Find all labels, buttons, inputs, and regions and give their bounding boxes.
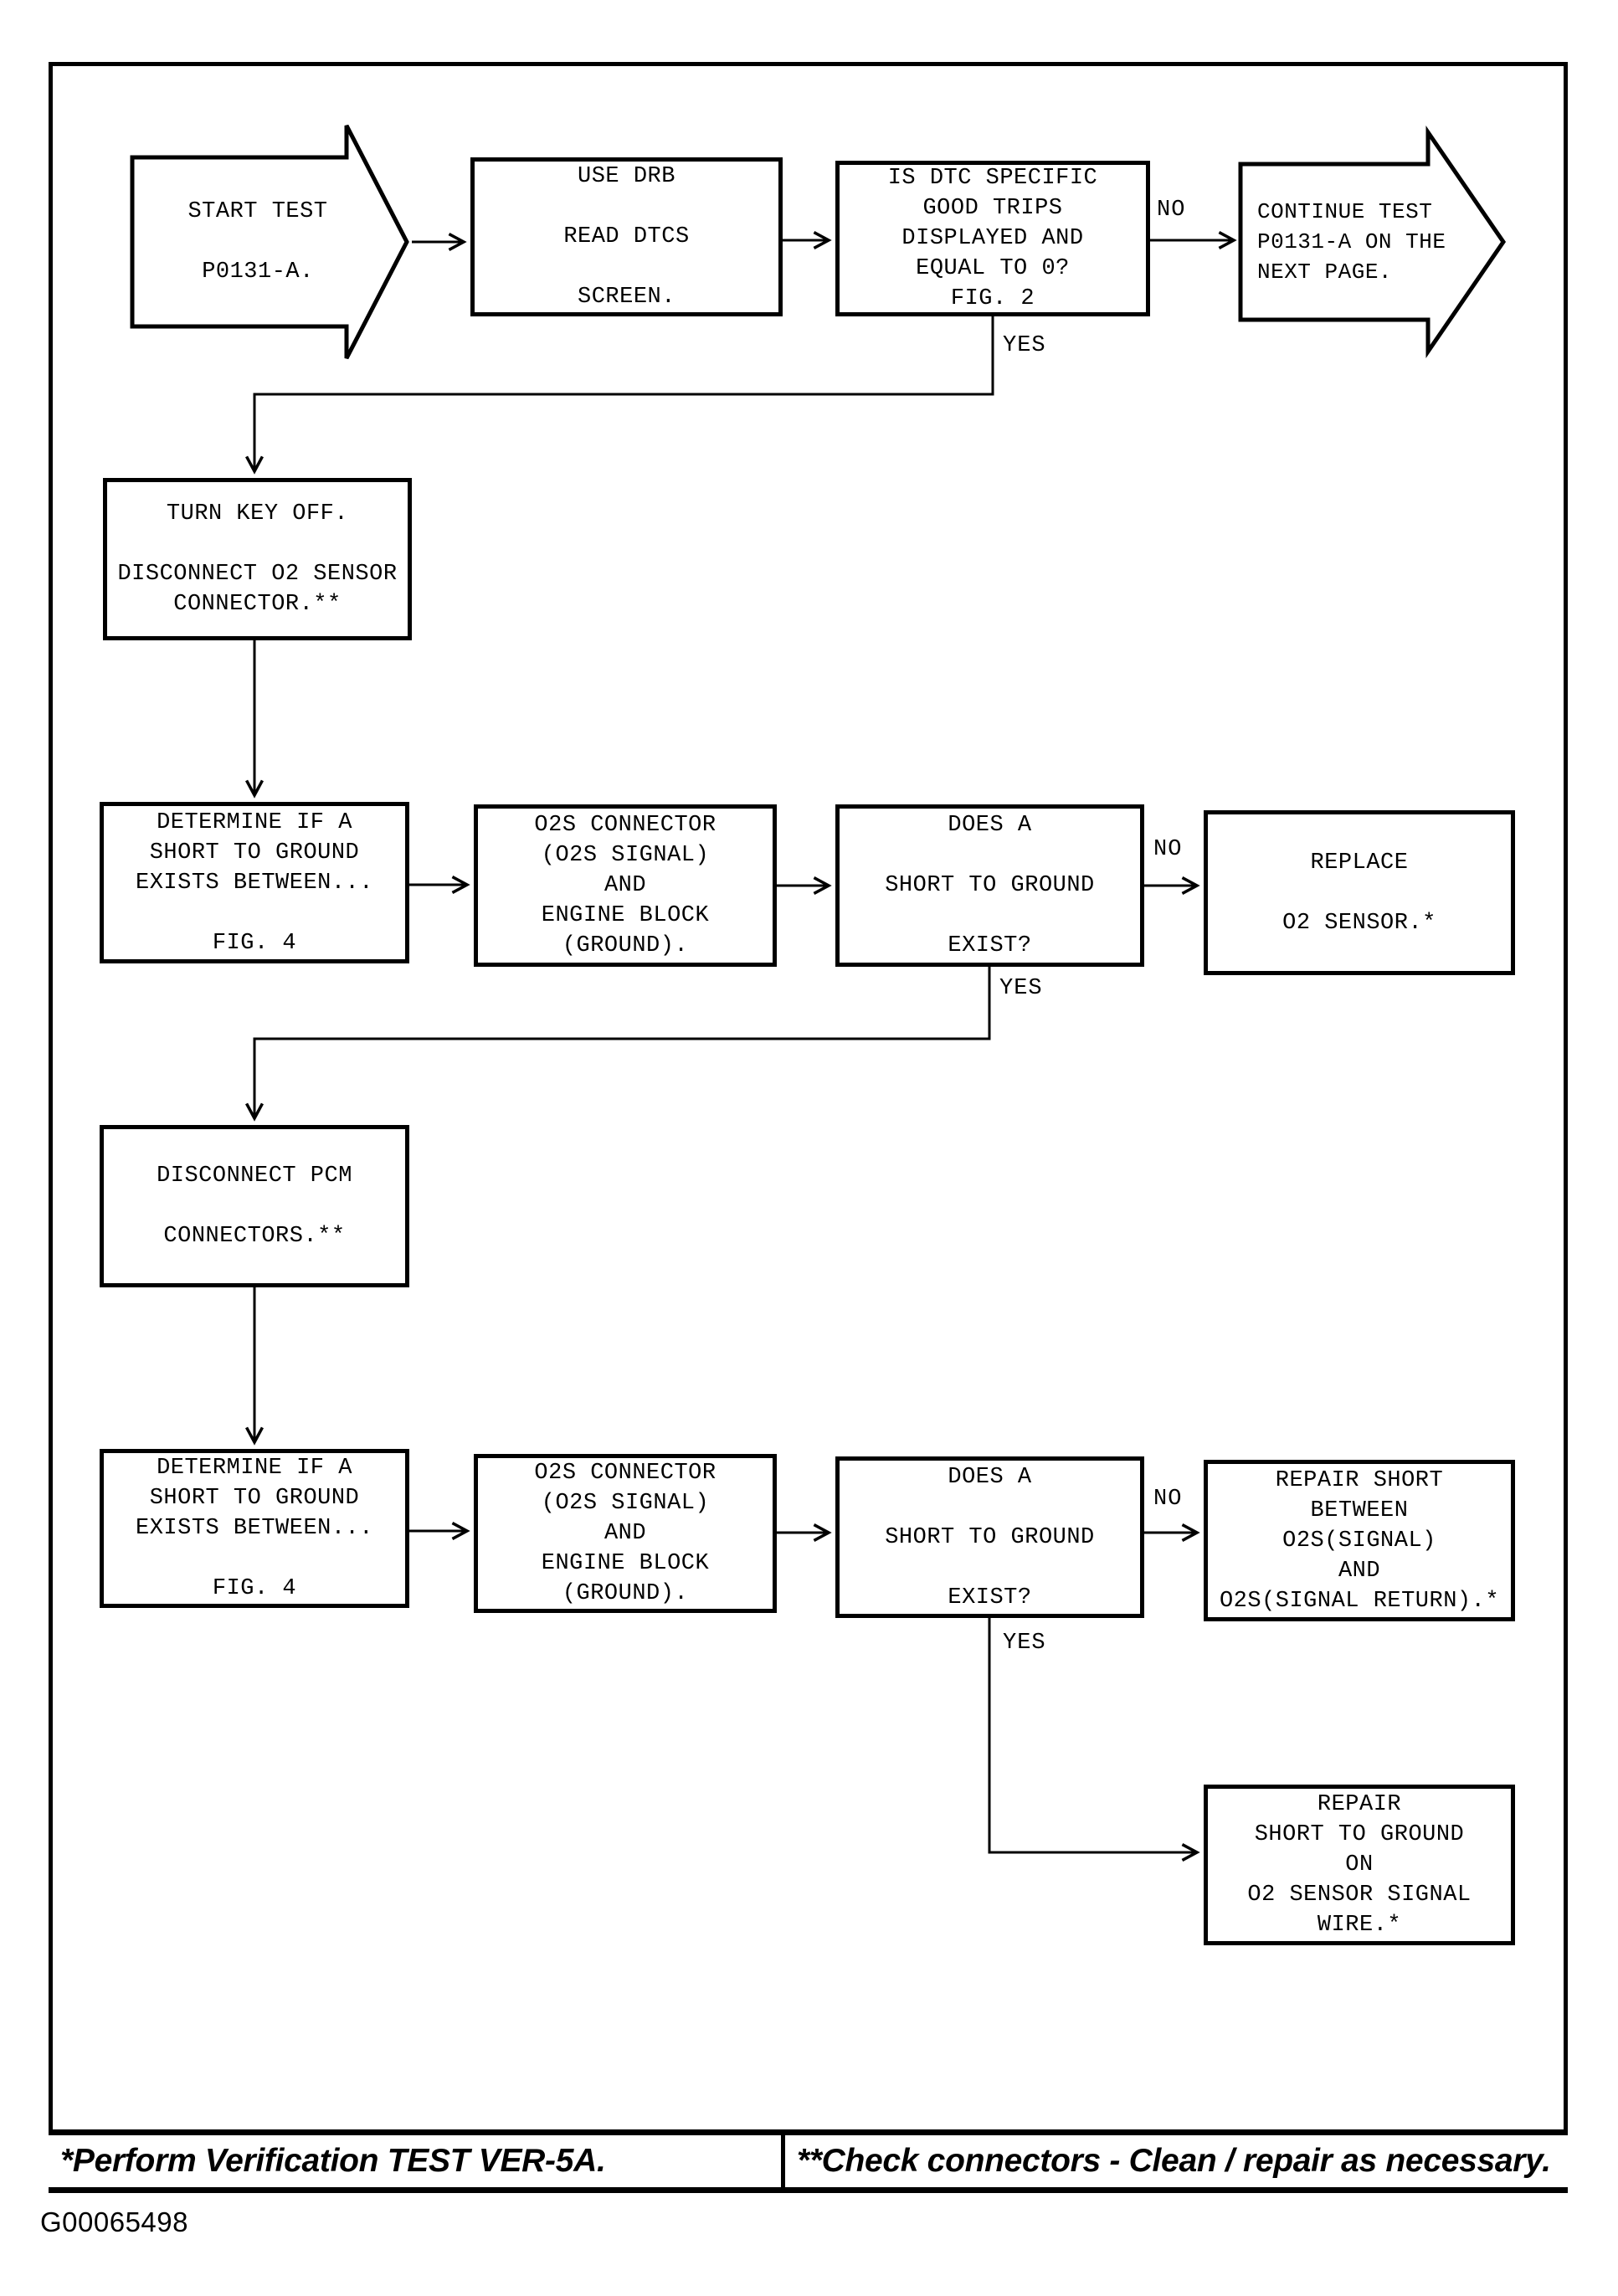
node-o2s-connector-2: O2S CONNECTOR (O2S SIGNAL) AND ENGINE BL… [474,1454,777,1613]
edge-label-no-3: NO [1153,1487,1183,1512]
node-disconnect-pcm: DISCONNECT PCM CONNECTORS.** [100,1125,409,1287]
node-start-test: START TEST P0131-A. [187,199,328,285]
node-turn-key-off: TURN KEY OFF. DISCONNECT O2 SENSOR CONNE… [103,478,412,640]
edge-label-yes-3: YES [1003,1631,1046,1656]
node-is-dtc-good-trips: IS DTC SPECIFIC GOOD TRIPS DISPLAYED AND… [835,161,1150,316]
node-repair-short-between: REPAIR SHORT BETWEEN O2S(SIGNAL) AND O2S… [1204,1460,1515,1621]
edge-label-yes-1: YES [1003,333,1046,358]
node-does-short-exist-1: DOES A SHORT TO GROUND EXIST? [835,804,1144,967]
node-o2s-connector-1: O2S CONNECTOR (O2S SIGNAL) AND ENGINE BL… [474,804,777,967]
node-determine-short-1: DETERMINE IF A SHORT TO GROUND EXISTS BE… [100,802,409,963]
node-use-drb: USE DRB READ DTCS SCREEN. [470,157,783,316]
node-repair-short-to-ground: REPAIR SHORT TO GROUND ON O2 SENSOR SIGN… [1204,1785,1515,1945]
continue-arrow-shape [1238,125,1507,359]
footnote-check-connectors: **Check connectors - Clean / repair as n… [780,2135,1568,2187]
connector-does2-yes-to-repairground [988,1618,1200,1862]
edge-label-no-1: NO [1157,198,1186,223]
node-replace-o2-sensor: REPLACE O2 SENSOR.* [1204,810,1515,975]
connector-does1-yes-to-pcm [245,967,991,1122]
footnote-verification: *Perform Verification TEST VER-5A. [60,2143,606,2179]
node-continue-test: CONTINUE TEST P0131-A ON THE NEXT PAGE. [1257,199,1446,285]
node-determine-short-2: DETERMINE IF A SHORT TO GROUND EXISTS BE… [100,1449,409,1608]
connector-isdtc-yes-to-turnkey [245,316,994,475]
edge-label-no-2: NO [1153,837,1183,862]
footnote-bar: *Perform Verification TEST VER-5A. **Che… [49,2129,1568,2193]
node-does-short-exist-2: DOES A SHORT TO GROUND EXIST? [835,1456,1144,1618]
start-arrow-shape [130,124,409,360]
figure-id: G00065498 [40,2206,188,2237]
edge-label-yes-2: YES [999,976,1043,1001]
